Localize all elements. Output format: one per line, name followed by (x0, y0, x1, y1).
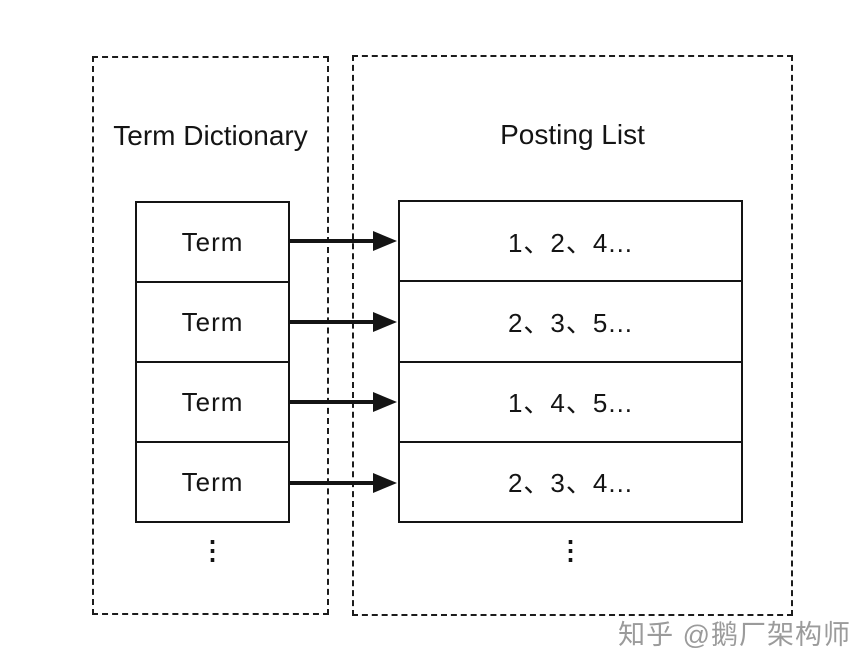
arrow-head-icon (373, 312, 397, 332)
term-to-posting-arrow (290, 473, 397, 493)
posting-ellipsis: ⋮ (557, 535, 584, 565)
term-ellipsis: ⋮ (199, 535, 226, 565)
posting-list-panel: Posting List (352, 55, 793, 616)
term-dictionary-panel: Term Dictionary (92, 56, 329, 615)
posting-list-title: Posting List (500, 119, 645, 150)
term-cell: Term (181, 226, 244, 257)
watermark: 知乎 @鹅厂架构师 (618, 620, 851, 650)
arrow-head-icon (373, 231, 397, 251)
term-dictionary-title: Term Dictionary (113, 120, 308, 151)
term-cell: Term (137, 441, 288, 521)
posting-cell: 1、2、4... (507, 227, 634, 258)
arrow-shaft (290, 320, 377, 324)
arrow-head-icon (373, 392, 397, 412)
posting-cell: 2、3、5... (400, 280, 741, 360)
arrow-shaft (290, 239, 377, 243)
posting-stack: 1、2、4... 2、3、5...1、4、5...2、3、4... (398, 200, 743, 523)
arrow-shaft (290, 400, 377, 404)
term-cell: Term (137, 361, 288, 441)
term-to-posting-arrow (290, 392, 397, 412)
term-cell: Term (137, 281, 288, 361)
posting-cell: 1、4、5... (400, 360, 741, 441)
posting-cell: 2、3、4... (400, 440, 741, 521)
arrow-head-icon (373, 473, 397, 493)
term-to-posting-arrow (290, 312, 397, 332)
arrow-shaft (290, 481, 377, 485)
term-to-posting-arrow (290, 231, 397, 251)
